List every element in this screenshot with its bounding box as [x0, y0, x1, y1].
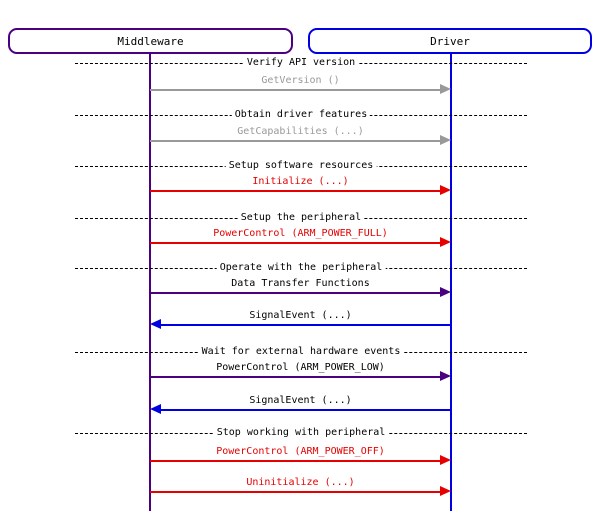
divider-label: Setup the peripheral [237, 211, 365, 224]
arrowhead-left-icon [150, 404, 161, 414]
arrowhead-right-icon [440, 371, 451, 381]
message-label: Uninitialize (...) [246, 477, 355, 488]
participant-box-middleware: Middleware [8, 28, 293, 54]
participant-label-driver: Driver [430, 34, 470, 48]
message-label: PowerControl (ARM_POWER_OFF) [216, 446, 385, 457]
message-line [160, 324, 451, 326]
message-label: GetVersion () [261, 75, 340, 86]
message-line [150, 190, 441, 192]
arrowhead-right-icon [440, 287, 451, 297]
arrowhead-left-icon [150, 319, 161, 329]
message-label: PowerControl (ARM_POWER_LOW) [216, 362, 385, 373]
message-line [150, 140, 441, 142]
arrowhead-right-icon [440, 486, 451, 496]
message-line [150, 292, 441, 294]
divider-label: Wait for external hardware events [198, 345, 404, 358]
message-label: SignalEvent (...) [249, 310, 352, 321]
divider-label: Operate with the peripheral [216, 261, 386, 274]
message-label: Data Transfer Functions [231, 278, 370, 289]
message-label: GetCapabilities (...) [237, 126, 364, 137]
message-label: Initialize (...) [252, 176, 349, 187]
message-line [160, 409, 451, 411]
divider-label: Stop working with peripheral [213, 426, 389, 439]
arrowhead-right-icon [440, 185, 451, 195]
lifeline-middleware [149, 53, 151, 511]
message-line [150, 376, 441, 378]
arrowhead-right-icon [440, 84, 451, 94]
arrowhead-right-icon [440, 135, 451, 145]
message-line [150, 460, 441, 462]
message-line [150, 242, 441, 244]
arrowhead-right-icon [440, 237, 451, 247]
message-line [150, 491, 441, 493]
divider-label: Setup software resources [225, 159, 377, 172]
participant-label-middleware: Middleware [117, 34, 184, 48]
message-label: SignalEvent (...) [249, 395, 352, 406]
arrowhead-right-icon [440, 455, 451, 465]
divider-label: Verify API version [243, 56, 359, 69]
message-line [150, 89, 441, 91]
divider-label: Obtain driver features [231, 108, 371, 121]
participant-box-driver: Driver [308, 28, 592, 54]
lifeline-driver [450, 53, 452, 511]
message-label: PowerControl (ARM_POWER_FULL) [213, 228, 388, 239]
